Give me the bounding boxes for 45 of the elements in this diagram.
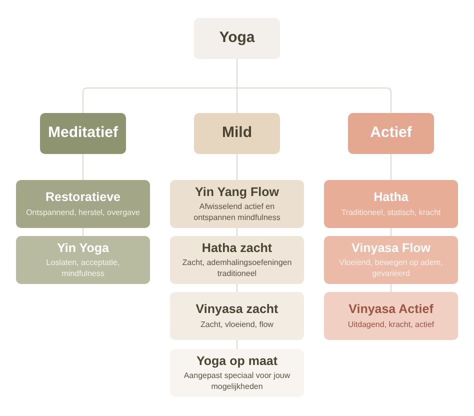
- box-title: Restoratieve: [45, 190, 121, 206]
- box-title: Actief: [370, 124, 412, 143]
- connector-line: [390, 154, 392, 180]
- category-box: [170, 180, 304, 228]
- box-title: Yoga: [219, 29, 255, 48]
- connector-line: [236, 154, 238, 180]
- box-title: Yin Yang Flow: [194, 184, 280, 200]
- connector-line: [236, 58, 392, 114]
- box-title: Meditatief: [48, 124, 118, 143]
- connector-line: [236, 340, 238, 350]
- connector-line: [390, 284, 392, 292]
- category-box: [324, 236, 458, 284]
- box-description: Loslaten, acceptatie, mindfulness: [45, 258, 121, 280]
- category-box: [16, 180, 150, 228]
- connector-line: [390, 228, 392, 236]
- box-title: Vinyasa Actief: [348, 302, 434, 318]
- category-box: [16, 236, 150, 284]
- connector-line: [82, 228, 84, 236]
- box-description: Traditioneel, statisch, kracht: [341, 208, 441, 218]
- category-box: [170, 349, 304, 397]
- box-title: Hatha: [374, 190, 408, 206]
- box-title: Yoga op maat: [196, 354, 278, 370]
- box-description: Afwisselend actief en ontspannen mindfulness: [192, 202, 282, 224]
- category-box: [40, 113, 126, 154]
- category-box: [324, 180, 458, 228]
- box-description: Uitdagend, kracht, actief: [348, 320, 434, 330]
- box-title: Yin Yoga: [57, 240, 109, 256]
- box-description: Zacht, ademhalingsoefeningen traditioneel: [181, 258, 293, 280]
- box-description: Aangepast speciaal voor jouw mogelijkheden: [182, 371, 292, 392]
- connector-line: [236, 228, 238, 236]
- box-title: Vinyasa Flow: [352, 240, 430, 256]
- category-box: [194, 18, 280, 59]
- box-title: Hatha zacht: [202, 240, 272, 256]
- box-description: Vloeiend, bewegen op adem, gevarieerd: [338, 258, 444, 280]
- connector-line: [236, 284, 238, 292]
- category-box: [348, 113, 434, 154]
- category-box: [324, 292, 458, 340]
- box-title: Mild: [222, 124, 252, 143]
- connector-line: [82, 154, 84, 180]
- box-description: Zacht, vloeiend, flow: [200, 320, 274, 330]
- box-description: Ontspannend, herstel, overgave: [26, 208, 140, 218]
- category-box: [170, 236, 304, 284]
- category-box: [194, 113, 280, 154]
- box-title: Vinyasa zacht: [196, 302, 278, 318]
- category-box: [170, 292, 304, 340]
